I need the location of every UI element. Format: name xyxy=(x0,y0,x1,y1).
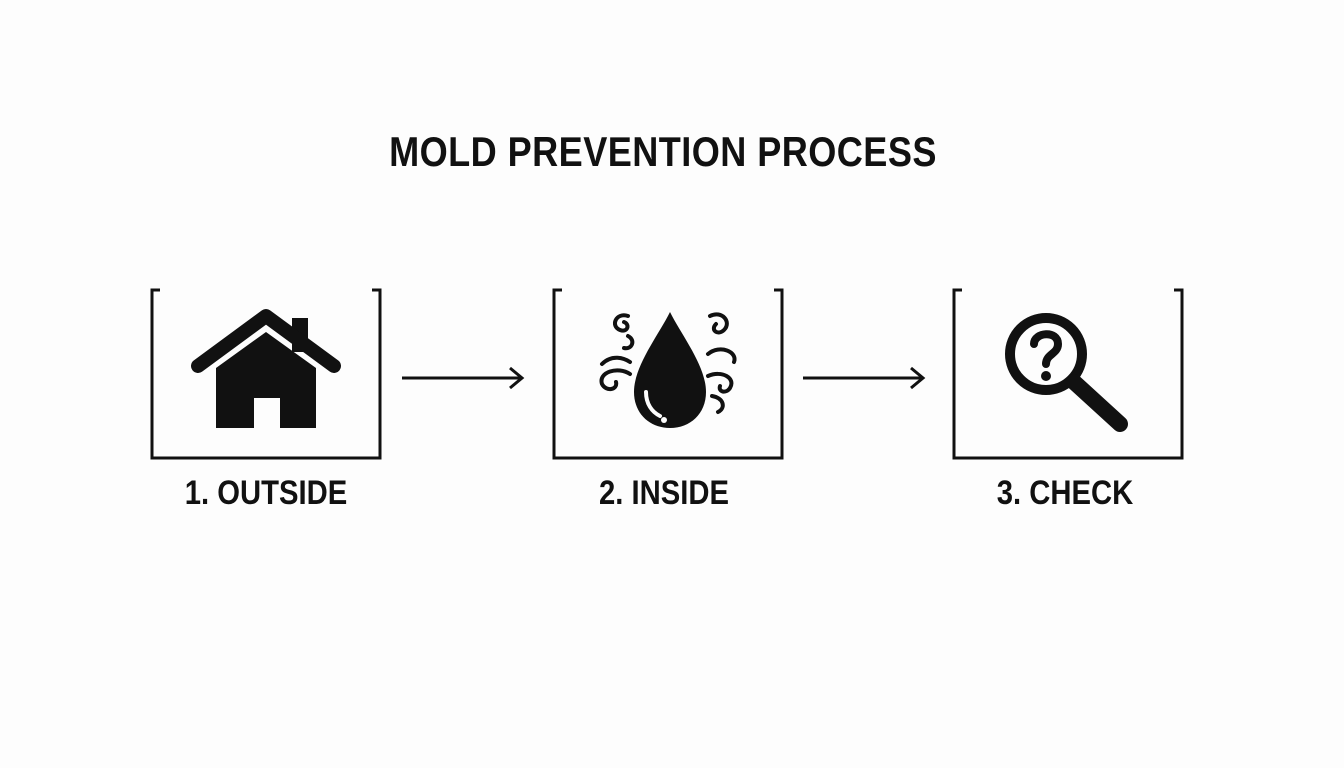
arrow-right-icon xyxy=(402,366,525,390)
arrow-right-icon xyxy=(803,366,926,390)
magnifier-question-icon xyxy=(1005,313,1128,432)
step-label-outside: 1. OUTSIDE xyxy=(184,474,348,512)
step-label-inside: 2. INSIDE xyxy=(598,474,729,512)
step-frame xyxy=(552,288,784,460)
water-drop-icon xyxy=(599,312,737,428)
house-icon xyxy=(191,309,341,428)
step-inside xyxy=(552,288,784,460)
step-frame xyxy=(150,288,382,460)
step-label-check: 3. CHECK xyxy=(996,474,1134,512)
step-outside xyxy=(150,288,382,460)
step-frame xyxy=(952,288,1184,460)
diagram-title: MOLD PREVENTION PROCESS xyxy=(389,128,937,175)
step-check xyxy=(952,288,1184,460)
